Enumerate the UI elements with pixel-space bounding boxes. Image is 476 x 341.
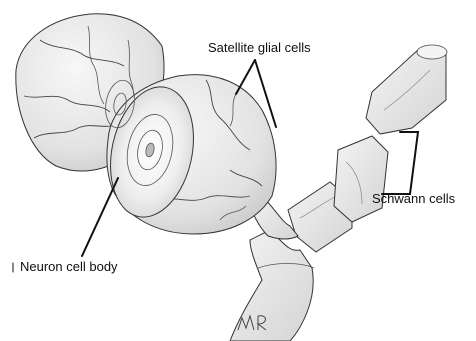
leader-satellite-1 xyxy=(236,60,255,94)
label-neuron-cell-body: Neuron cell body xyxy=(20,260,118,273)
axon xyxy=(230,230,314,341)
schwann-cell-segment-3 xyxy=(366,45,447,134)
schwann-cell-segment-2 xyxy=(334,136,388,222)
label-satellite-glial-cells: Satellite glial cells xyxy=(208,41,311,54)
leader-neuron xyxy=(82,178,118,256)
label-schwann-cells: Schwann cells xyxy=(372,192,455,205)
leader-schwann xyxy=(382,132,418,194)
